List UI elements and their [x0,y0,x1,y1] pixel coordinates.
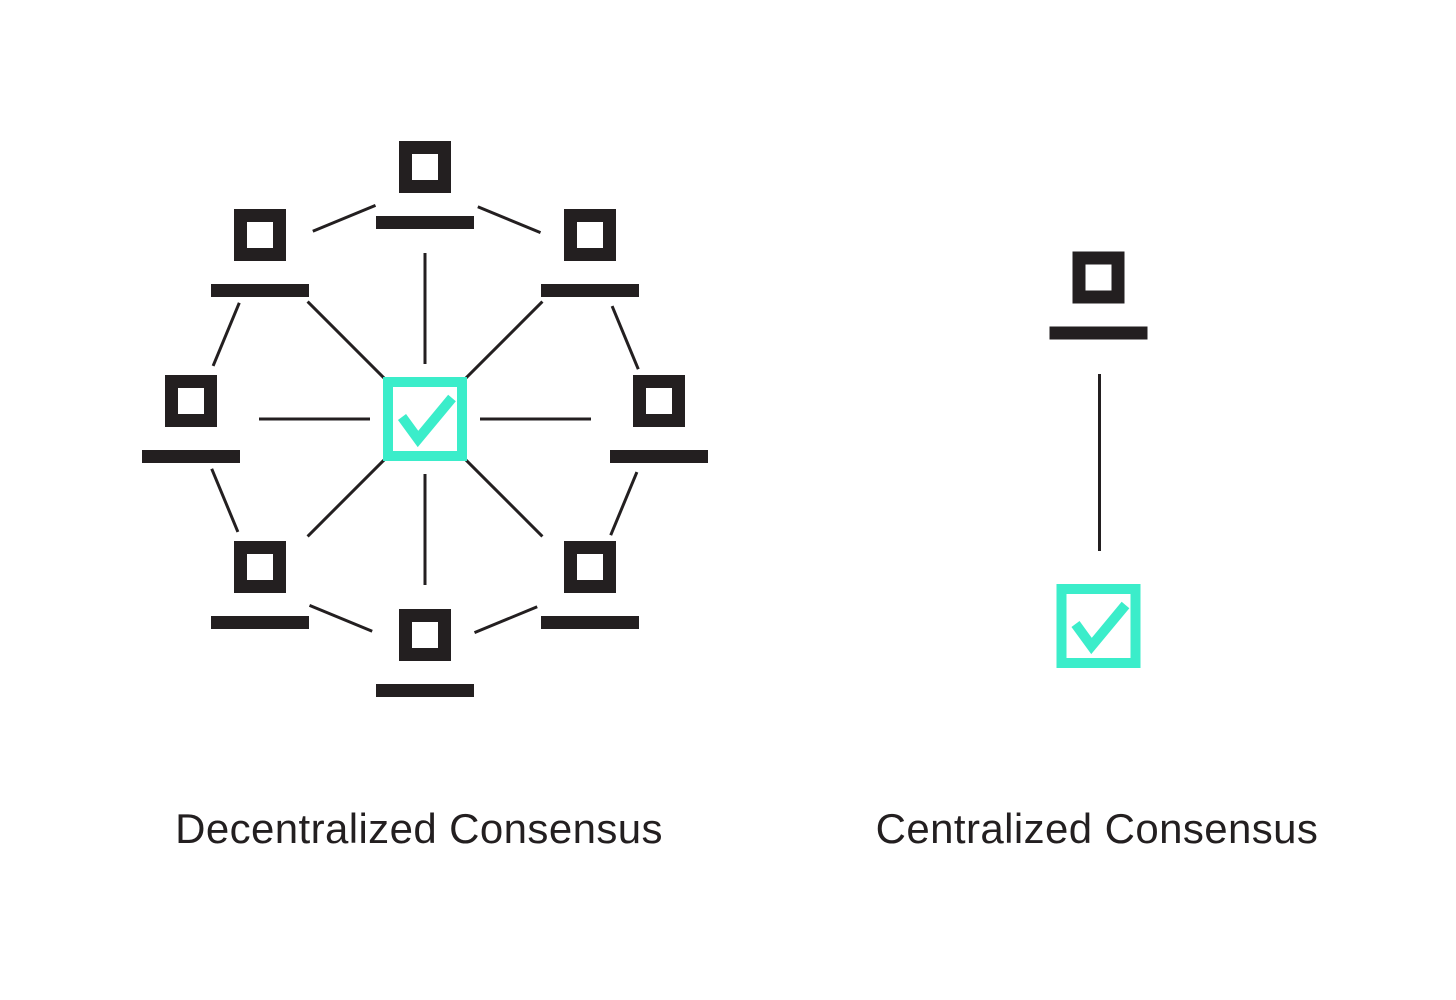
centralized-consensus-label: Centralized Consensus [875,805,1319,852]
peer-link-line [473,605,538,634]
computer-icon [541,216,639,298]
computer-icon [541,548,639,630]
node-to-consensus-line [306,456,388,538]
decentralized-consensus-diagram [142,148,708,698]
computer-icon [610,382,708,464]
peer-link-line [610,305,640,370]
peer-link-line [211,302,241,367]
node-to-consensus-line [462,456,544,538]
checkbox-checkmark-icon [1062,589,1136,663]
peer-link-line [609,471,639,536]
decentralized-consensus-label: Decentralized Consensus [175,805,663,852]
computer-icon [211,548,309,630]
computer-icon [376,616,474,698]
peer-link-line [210,468,240,533]
peer-link-line [312,204,377,233]
computer-icon [376,148,474,230]
computer-icon [1050,258,1148,340]
computer-icon [211,216,309,298]
checkbox-checkmark-icon [388,382,462,456]
centralized-consensus-diagram [1050,258,1148,663]
node-to-consensus-line [306,300,388,382]
node-to-consensus-line [462,300,544,382]
peer-link-line [477,205,542,234]
computer-icon [142,382,240,464]
peer-link-line [308,604,373,633]
